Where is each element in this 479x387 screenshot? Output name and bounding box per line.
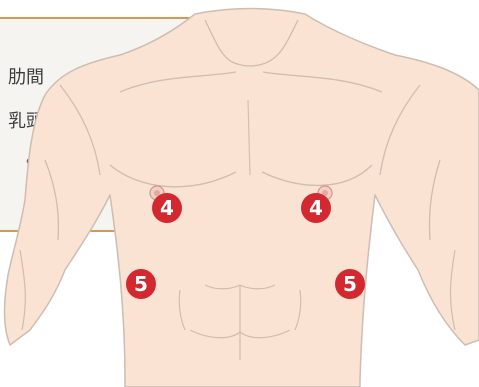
svg-text:5: 5	[343, 272, 357, 296]
intercostal-marker-4-right: 4	[301, 193, 331, 223]
intercostal-marker-4-left: 4	[152, 193, 182, 223]
svg-text:4: 4	[309, 196, 323, 220]
intercostal-marker-5-right: 5	[335, 269, 365, 299]
intercostal-marker-5-left: 5	[126, 269, 156, 299]
svg-text:5: 5	[134, 272, 148, 296]
svg-text:4: 4	[160, 196, 174, 220]
